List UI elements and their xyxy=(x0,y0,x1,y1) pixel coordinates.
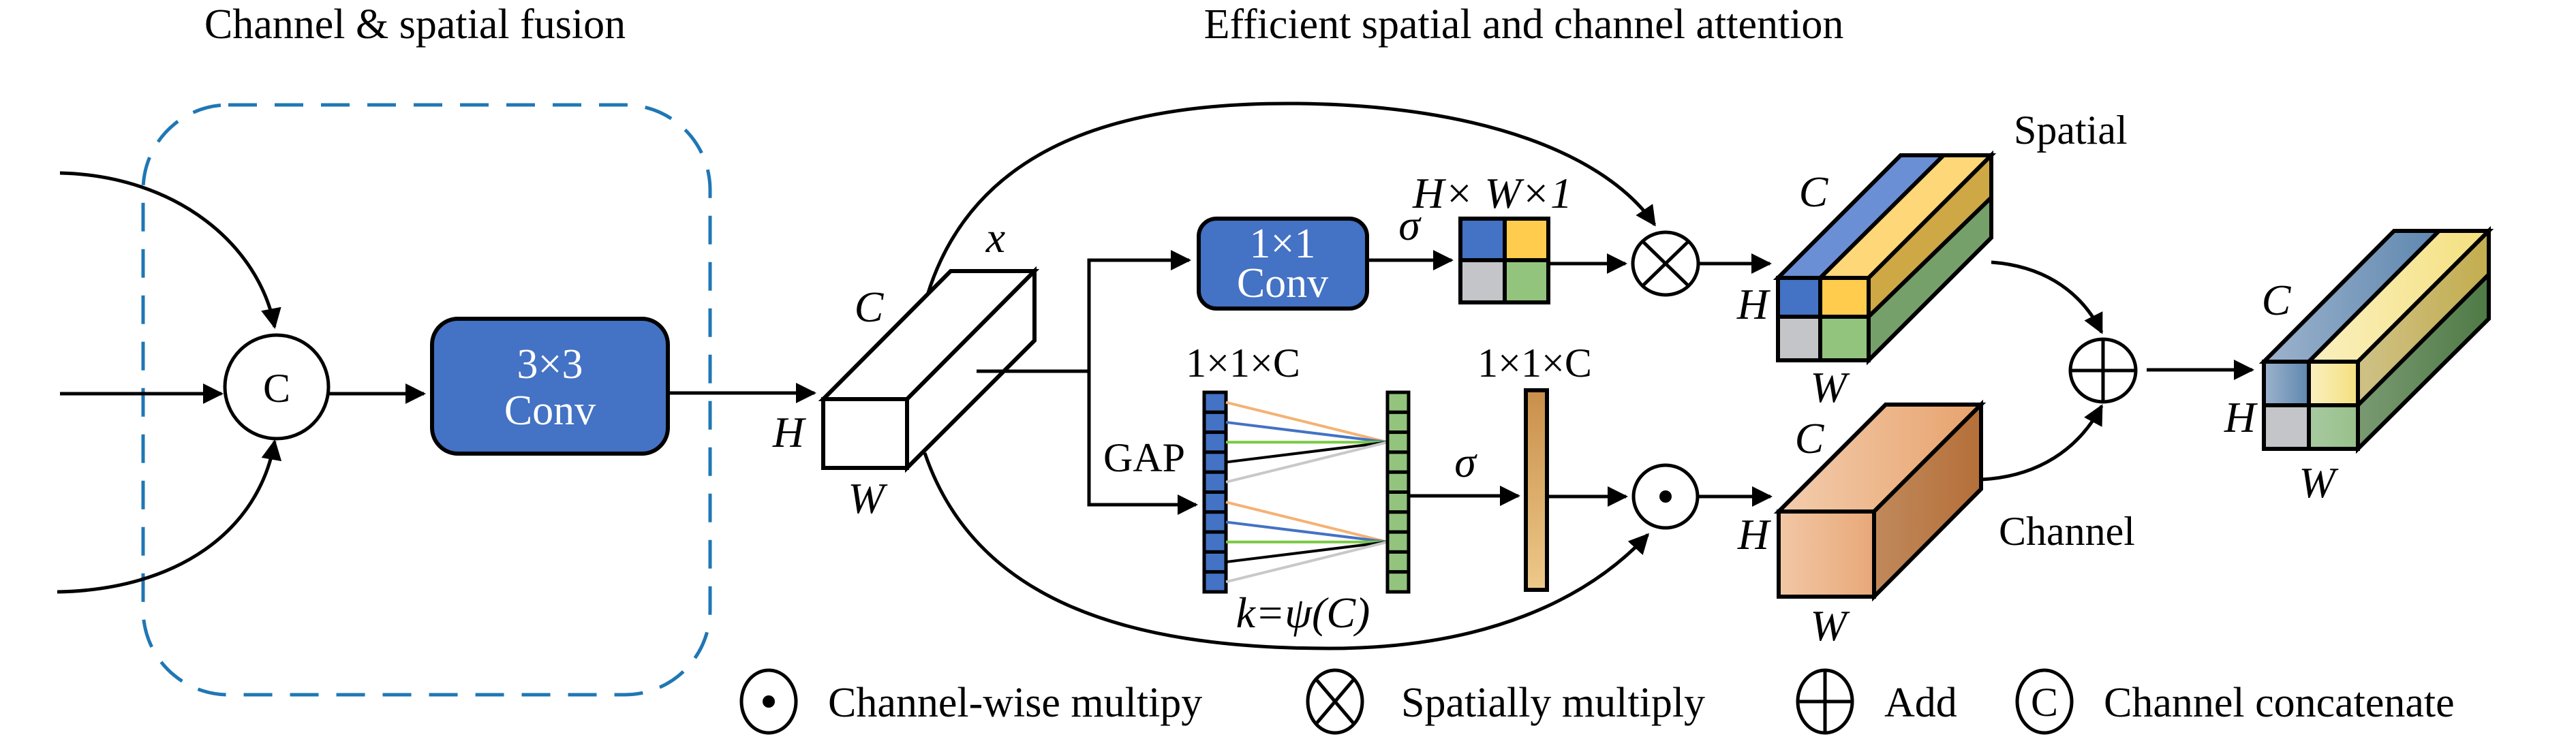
channel-multiply-node xyxy=(1634,465,1698,528)
map-cell xyxy=(1460,260,1505,302)
conv1d-output-vector xyxy=(1387,392,1409,592)
concat-node: C xyxy=(225,335,328,439)
vector-cell xyxy=(1387,452,1409,472)
gap-label: GAP xyxy=(1103,435,1185,480)
channel-to-add-arc xyxy=(1981,406,2102,479)
legend-label: Channel concatenate xyxy=(2104,680,2455,726)
concat-symbol: C xyxy=(263,366,290,411)
tensor-x-w-label: W xyxy=(848,474,888,522)
vector-cell xyxy=(1387,552,1409,571)
legend-item-channel-wise-multiply: Channel-wise multipy xyxy=(741,670,1202,733)
channel-output-label: Channel xyxy=(1999,509,2135,554)
channel-cube-w-label: W xyxy=(1810,601,1850,650)
vector-cell xyxy=(1387,472,1409,492)
vector-cell xyxy=(1387,572,1409,592)
vector-cell xyxy=(1204,392,1226,412)
gap-vector-label: 1×1×C xyxy=(1186,341,1300,386)
conv1x1-block: 1×1 Conv xyxy=(1199,219,1367,309)
vector-cell xyxy=(1204,452,1226,472)
legend: Channel-wise multipy Spatially multiply … xyxy=(741,670,2455,733)
spatial-multiply-node xyxy=(1633,232,1698,295)
legend-item-spatial-multiply: Spatially multiply xyxy=(1308,670,1705,733)
branch-top-line xyxy=(1089,260,1189,371)
legend-label: Channel-wise multipy xyxy=(828,680,1202,726)
vector-cell xyxy=(1204,552,1226,571)
conv3x3-label: Conv xyxy=(504,388,596,434)
add-node xyxy=(2070,339,2136,402)
kernel-connection xyxy=(1226,542,1387,582)
kernel-connection xyxy=(1226,542,1387,562)
spatial-attention-map xyxy=(1460,219,1548,302)
spatial-to-add-arc xyxy=(1991,262,2102,332)
input-arrow-top xyxy=(60,173,275,327)
vector-cell xyxy=(1204,532,1226,552)
vector-cell xyxy=(1387,512,1409,532)
final-cube-h-label: H xyxy=(2224,393,2258,441)
channel-weights-bar xyxy=(1526,390,1547,590)
kernel-connection xyxy=(1226,442,1387,462)
gap-vector xyxy=(1204,392,1226,592)
final-cube-c-label: C xyxy=(2262,276,2292,324)
spatial-cube-c-label: C xyxy=(1799,168,1829,216)
conv3x3-size: 3×3 xyxy=(517,341,583,388)
vector-cell xyxy=(1204,433,1226,452)
kernel-connection xyxy=(1226,422,1387,442)
legend-item-concat: C Channel concatenate xyxy=(2017,670,2455,733)
conv3x3-block: 3×3 Conv xyxy=(432,319,668,454)
spatial-output-label: Spatial xyxy=(2014,108,2128,153)
channel-cube-c-label: C xyxy=(1795,414,1825,462)
final-output-cube xyxy=(2264,231,2489,449)
vector-cell xyxy=(1204,572,1226,592)
tensor-x-name: x xyxy=(985,213,1005,262)
spatial-map-label: H× W×1 xyxy=(1412,169,1572,217)
input-arrow-bottom xyxy=(57,441,275,592)
fusion-section-title: Channel & spatial fusion xyxy=(204,1,626,48)
legend-item-add: Add xyxy=(1798,670,1957,733)
kernel-connection xyxy=(1226,442,1387,482)
map-cell xyxy=(1460,219,1505,260)
map-cell xyxy=(1505,219,1548,260)
kernel-connection xyxy=(1226,522,1387,541)
vector-cell xyxy=(1204,412,1226,432)
vector-cell xyxy=(1387,532,1409,552)
kernel-connection xyxy=(1226,502,1387,542)
legend-label: Add xyxy=(1884,680,1957,726)
sigma-channel: σ xyxy=(1454,438,1477,486)
tensor-x-c-label: C xyxy=(855,283,885,331)
final-cube-w-label: W xyxy=(2299,458,2339,507)
vector-cell xyxy=(1387,492,1409,512)
vector-cell xyxy=(1387,392,1409,412)
attention-section-title: Efficient spatial and channel attention xyxy=(1204,1,1844,48)
vector-cell xyxy=(1204,512,1226,532)
channel-weights-label: 1×1×C xyxy=(1477,341,1592,386)
spatial-cube-h-label: H xyxy=(1736,280,1771,328)
tensor-x-h-label: H xyxy=(772,408,807,456)
vector-cell xyxy=(1387,412,1409,432)
conv1x1-label: Conv xyxy=(1237,260,1328,306)
conv1d-kernel-fan xyxy=(1226,403,1387,582)
channel-cube-h-label: H xyxy=(1737,510,1772,559)
kernel-size-label: k=ψ(C) xyxy=(1236,588,1370,637)
map-cell xyxy=(1505,260,1548,302)
vector-cell xyxy=(1204,492,1226,512)
concat-icon-glyph: C xyxy=(2031,680,2058,725)
kernel-connection xyxy=(1226,403,1387,443)
vector-cell xyxy=(1204,472,1226,492)
spatial-cube-w-label: W xyxy=(1810,363,1850,411)
vector-cell xyxy=(1387,433,1409,452)
legend-label: Spatially multiply xyxy=(1401,680,1705,726)
